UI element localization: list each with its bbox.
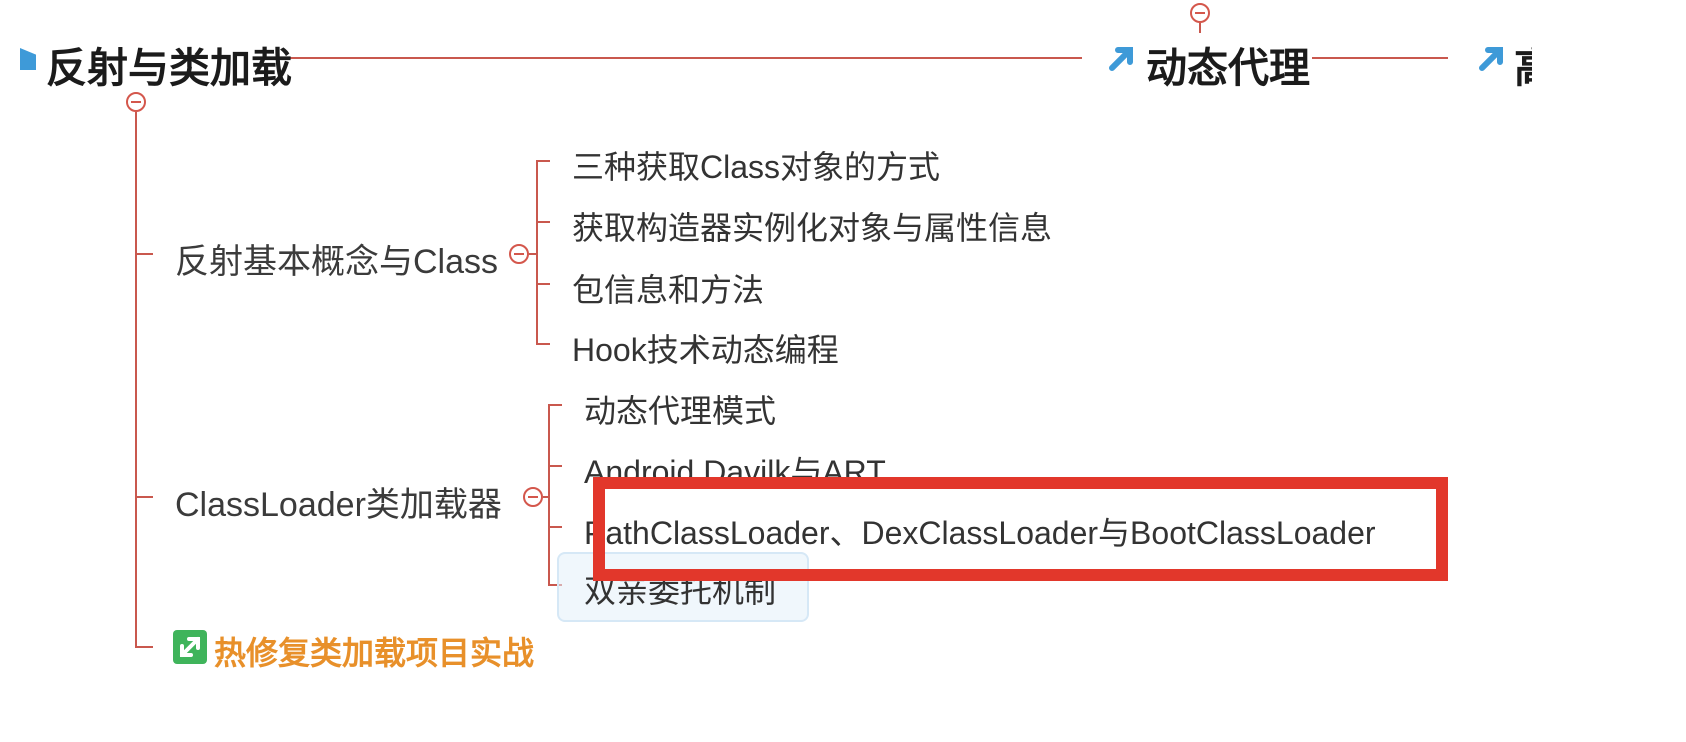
root-trunk xyxy=(135,112,137,648)
branch-1-bracket xyxy=(536,160,538,345)
leaf-item[interactable]: 获取构造器实例化对象与属性信息 xyxy=(572,210,1053,246)
leaf-connector xyxy=(548,465,562,467)
branch-connector xyxy=(135,646,153,648)
leaf-connector xyxy=(548,584,562,586)
leaf-connector xyxy=(548,526,562,528)
leaf-item[interactable]: 包信息和方法 xyxy=(572,272,765,308)
root-title[interactable]: 反射与类加载 xyxy=(46,45,292,91)
leaf-connector xyxy=(536,343,550,345)
leaf-connector xyxy=(536,283,550,285)
branch-connector xyxy=(135,496,153,498)
top-connector-right xyxy=(1312,57,1448,59)
top-toggle-stem xyxy=(1199,23,1201,33)
branch-2-stem xyxy=(543,496,549,498)
leaf-item[interactable]: 动态代理模式 xyxy=(584,393,777,429)
sibling-node-dynamic-proxy[interactable]: 动态代理 xyxy=(1146,45,1310,91)
leaf-connector xyxy=(536,221,550,223)
branch-2-bracket xyxy=(548,404,550,586)
leaf-item[interactable]: 三种获取Class对象的方式 xyxy=(572,149,941,185)
collapse-toggle-root[interactable] xyxy=(126,92,146,112)
sibling-node-partial[interactable]: 高 xyxy=(1514,34,1532,94)
link-arrow-icon[interactable] xyxy=(1476,42,1508,74)
branch-connector xyxy=(135,253,153,255)
leaf-item[interactable]: Hook技术动态编程 xyxy=(572,332,839,368)
leaf-connector xyxy=(536,160,550,162)
collapse-toggle-top[interactable] xyxy=(1190,3,1210,23)
link-arrow-icon[interactable] xyxy=(1106,42,1138,74)
highlight-annotation-box xyxy=(593,477,1448,581)
collapse-toggle-branch-1[interactable] xyxy=(509,244,529,264)
project-node-label[interactable]: 热修复类加载项目实战 xyxy=(214,635,535,671)
leaf-item[interactable]: PathClassLoader、DexClassLoader与BootClass… xyxy=(584,515,1376,551)
external-link-icon[interactable] xyxy=(173,630,207,664)
top-connector-left xyxy=(284,57,1082,59)
branch-reflection-basics[interactable]: 反射基本概念与Class xyxy=(175,243,499,281)
branch-classloader[interactable]: ClassLoader类加载器 xyxy=(175,486,502,524)
collapse-toggle-branch-2[interactable] xyxy=(523,487,543,507)
leaf-connector xyxy=(548,404,562,406)
branch-1-stem xyxy=(529,253,537,255)
root-tab-icon xyxy=(20,48,36,70)
